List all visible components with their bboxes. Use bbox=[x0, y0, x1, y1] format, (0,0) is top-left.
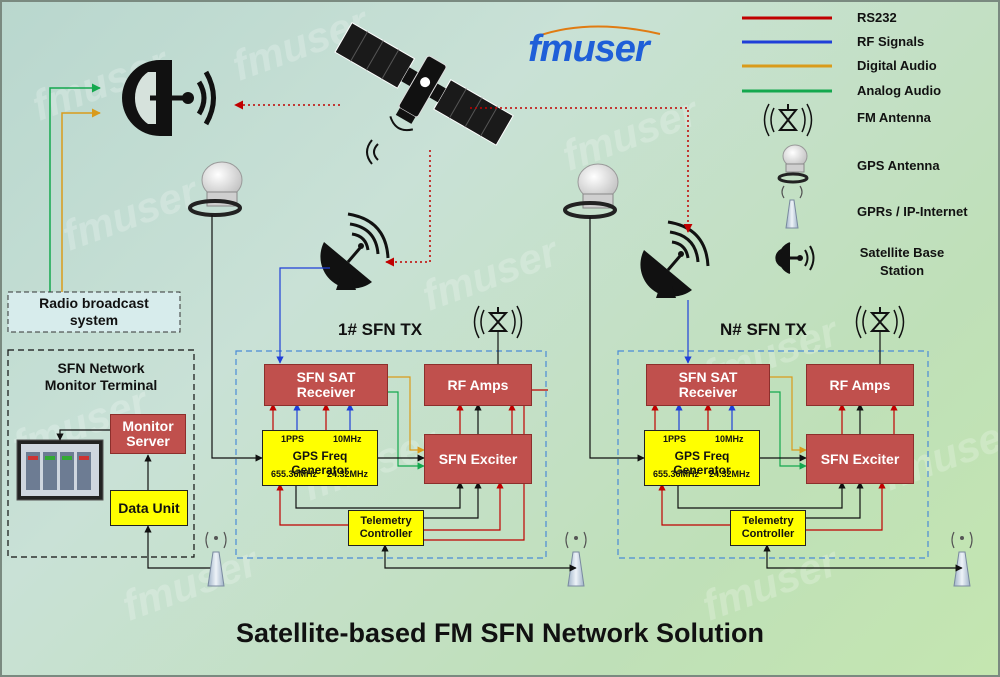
legend-gps-antenna-icon bbox=[777, 144, 809, 184]
brand-logo: fmuser bbox=[528, 28, 650, 70]
logo-swoosh bbox=[537, 25, 661, 37]
monitor-terminal-box bbox=[7, 349, 195, 558]
tx1-freq2-label: 24.32MHz bbox=[327, 469, 369, 479]
radio-broadcast-line2: system bbox=[69, 312, 119, 328]
radio-broadcast-box bbox=[7, 291, 181, 333]
monitor-server-line2: Server bbox=[126, 433, 170, 449]
digital-audio-link bbox=[61, 108, 101, 295]
legend-satellite-base-line1: Satellite Base bbox=[859, 245, 945, 260]
gprs-tower-icon bbox=[951, 531, 973, 587]
legend-satellite-base-line2: Station bbox=[879, 263, 925, 278]
txn-10mhz-label: 10MHz bbox=[715, 434, 744, 444]
legend-digital-audio: Digital Audio bbox=[857, 58, 937, 73]
satellite-icon bbox=[334, 21, 514, 146]
tx1-10mhz-label: 10MHz bbox=[333, 434, 362, 444]
tx1-telemetry-line2: Controller bbox=[359, 528, 413, 540]
fm-antenna-icon bbox=[855, 305, 905, 339]
legend-satellite-base: Satellite Base Station bbox=[848, 244, 956, 280]
satellite-dish-icon bbox=[320, 212, 390, 290]
tx1-title: 1# SFN TX bbox=[338, 320, 423, 339]
gprs-tower-icon bbox=[205, 531, 227, 587]
gprs-tower-icon bbox=[565, 531, 587, 587]
txn-gps-generator-label: GPS Freq Generator bbox=[673, 449, 731, 477]
legend-fm-antenna: FM Antenna bbox=[857, 110, 931, 125]
legend-gps-antenna: GPS Antenna bbox=[857, 158, 940, 173]
tx1-exciter-box: SFN Exciter bbox=[424, 434, 532, 484]
txn-freq1-label: 655.36MHz bbox=[653, 469, 700, 479]
txn-rf-amps-box: RF Amps bbox=[806, 364, 914, 406]
txn-wiring bbox=[589, 217, 963, 572]
legend-fm-antenna-icon bbox=[763, 103, 813, 137]
tx1-sat-receiver-line1: SFN SAT bbox=[296, 369, 356, 385]
tx1-rf-amps-box: RF Amps bbox=[424, 364, 532, 406]
tx1-freq1-label: 655.36MHz bbox=[271, 469, 318, 479]
satellite-base-station-icon bbox=[122, 60, 216, 136]
legend-analog-audio: Analog Audio bbox=[857, 83, 942, 98]
txn-title: N# SFN TX bbox=[720, 320, 807, 339]
data-unit-to-tower bbox=[144, 525, 212, 569]
satellite-downlink bbox=[234, 100, 693, 267]
fm-antenna-icon bbox=[473, 305, 523, 339]
tx1-gps-generator-box: 1PPS 10MHz GPS Freq Generator 655.36MHz … bbox=[262, 430, 378, 486]
monitor-terminal-title-line1: SFN Network bbox=[57, 360, 145, 376]
txn-gps-generator-box: 1PPS 10MHz GPS Freq Generator 655.36MHz … bbox=[644, 430, 760, 486]
monitor-server-line1: Monitor bbox=[122, 418, 174, 434]
txn-telemetry-line2: Controller bbox=[741, 528, 795, 540]
legend-rs232: RS232 bbox=[857, 10, 897, 25]
gps-antenna-icon bbox=[563, 163, 619, 219]
legend-gprs: GPRs / IP-Internet bbox=[857, 204, 968, 219]
txn-pps-label: 1PPS bbox=[663, 434, 687, 444]
txn-telemetry-line1: Telemetry bbox=[742, 515, 794, 527]
radio-broadcast-label: Radio broadcast system bbox=[8, 295, 180, 329]
gps-antenna-icon bbox=[188, 161, 243, 217]
txn-sat-receiver-line2: Receiver bbox=[678, 384, 738, 400]
legend-satellite-base-icon bbox=[775, 242, 815, 274]
monitor-link bbox=[56, 429, 110, 441]
txn-sat-receiver-line1: SFN SAT bbox=[678, 369, 738, 385]
tx1-pps-label: 1PPS bbox=[281, 434, 305, 444]
satellite-dish-icon bbox=[640, 220, 710, 298]
legend-rf-signals: RF Signals bbox=[857, 34, 925, 49]
tx1-telemetry-line1: Telemetry bbox=[360, 515, 412, 527]
analog-audio-link bbox=[49, 83, 101, 295]
monitor-terminal-title-line2: Monitor Terminal bbox=[44, 377, 158, 393]
radio-broadcast-line1: Radio broadcast bbox=[39, 295, 149, 311]
page-title: Satellite-based FM SFN Network Solution bbox=[235, 618, 765, 648]
tx1-wiring bbox=[211, 215, 577, 572]
monitor-screen-icon bbox=[16, 439, 104, 501]
tx1-gps-generator-label: GPS Freq Generator bbox=[291, 449, 349, 477]
txn-exciter-box: SFN Exciter bbox=[806, 434, 914, 484]
satellite-signal-icon bbox=[366, 139, 379, 165]
tx1-sat-receiver-line2: Receiver bbox=[296, 384, 356, 400]
txn-freq2-label: 24.32MHz bbox=[709, 469, 751, 479]
monitor-terminal-title: SFN Network Monitor Terminal bbox=[8, 360, 194, 394]
legend-gprs-tower-icon bbox=[781, 185, 803, 229]
data-unit-box: Data Unit bbox=[110, 490, 188, 526]
